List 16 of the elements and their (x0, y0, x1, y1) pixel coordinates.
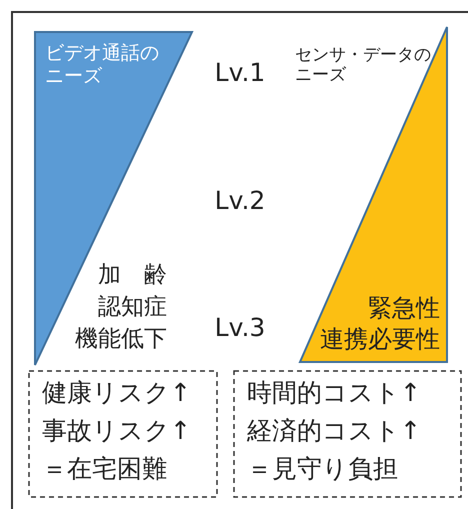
triangle-heading: センサ・データのニーズ (295, 45, 432, 86)
triangle-heading: ビデオ通話のニーズ (45, 42, 160, 88)
level-label: Lv.2 (214, 186, 266, 216)
level-label: Lv.3 (214, 313, 266, 343)
box-text: 経済的コスト↑ (247, 416, 422, 446)
box-text: ＝見守り負担 (247, 454, 399, 484)
level-label: Lv.1 (214, 58, 266, 88)
box-text: 事故リスク↑ (42, 416, 192, 446)
triangle-text: 緊急性 (367, 294, 440, 323)
factor-label: 認知症 (97, 294, 167, 322)
box-text: ＝在宅困難 (42, 454, 168, 484)
factor-label: 加 齢 (97, 262, 167, 290)
box-text: 時間的コスト↑ (247, 378, 422, 408)
triangle-text: 連携必要性 (320, 325, 440, 354)
factor-label: 機能低下 (74, 326, 167, 354)
box-text: 健康リスク↑ (42, 378, 192, 408)
